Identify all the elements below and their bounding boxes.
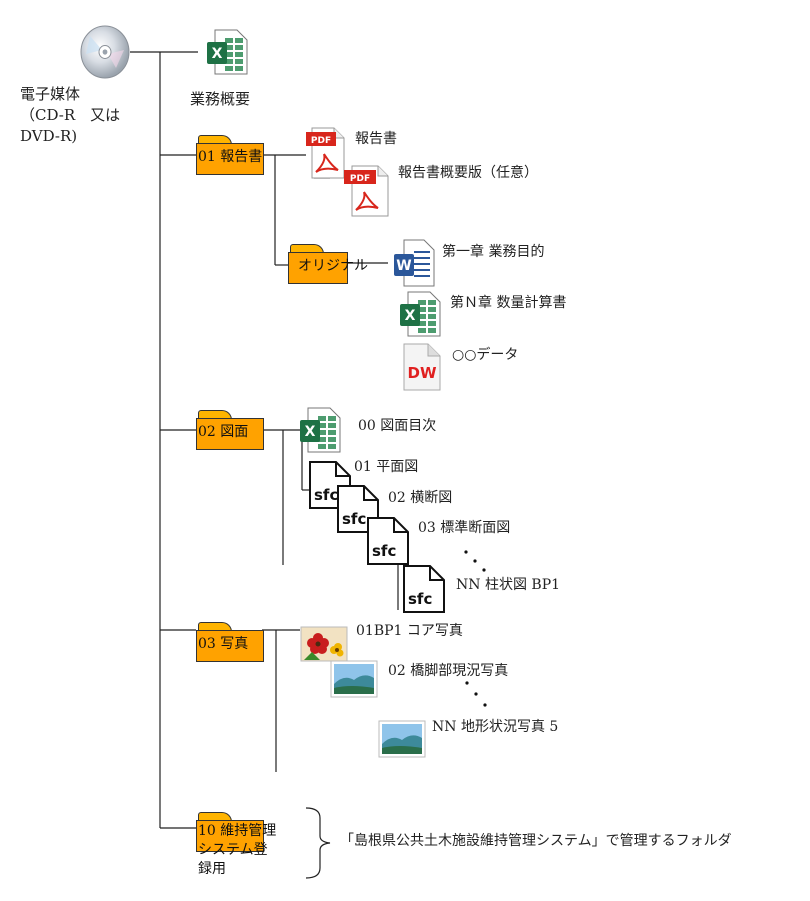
original-label-3: ○○データ [452, 347, 519, 363]
landscape-photo-icon[interactable] [378, 720, 426, 758]
sfc-text: sfc [408, 590, 433, 608]
folder-01-reports[interactable]: 01 報告書 [196, 135, 266, 175]
sfc-file-icon[interactable]: sfc [402, 564, 446, 614]
sfc-file-icon[interactable]: sfc [366, 516, 410, 566]
report-label-2: 報告書概要版（任意） [398, 165, 538, 181]
folder-10-label: 10 維持管理 システム登 録用 [198, 823, 277, 877]
photo-label-3: NN 地形状況写真 5 [432, 719, 559, 735]
folder-03-label: 03 写真 [198, 636, 249, 652]
pdf-icon[interactable]: PDF [342, 164, 392, 218]
word-badge: W [396, 258, 411, 274]
drawing-label-3: 03 標準断面図 [418, 520, 511, 536]
sfc-text: sfc [314, 486, 339, 504]
dw-badge: DW [408, 364, 437, 382]
pdf-icon[interactable]: PDF [304, 126, 348, 180]
original-label-1: 第一章 業務目的 [442, 244, 545, 260]
folder-01-label: 01 報告書 [198, 149, 263, 165]
folder-10-maintenance[interactable]: 10 維持管理 システム登 録用 [196, 812, 284, 877]
excel-badge: X [405, 308, 416, 324]
sfc-text: sfc [372, 542, 397, 560]
maintenance-note: 「島根県公共土木施設維持管理システム」で管理するフォルダ [340, 833, 732, 849]
original-label-2: 第Ｎ章 数量計算書 [450, 295, 567, 311]
drawing-label-0: 00 図面目次 [358, 418, 437, 434]
top-file-label: 業務概要 [190, 90, 251, 108]
pdf-badge: PDF [350, 174, 370, 184]
folder-03-photos[interactable]: 03 写真 [196, 622, 266, 662]
pdf-badge: PDF [311, 136, 331, 146]
folder-02-label: 02 図面 [198, 424, 249, 440]
folder-original-label: オリジナル [298, 258, 368, 274]
dw-icon[interactable]: DW [400, 342, 444, 392]
flower-photo-icon[interactable] [300, 626, 348, 662]
folder-original[interactable]: オリジナル [288, 244, 368, 284]
drawing-label-1: 01 平面図 [354, 459, 419, 475]
root-label: 電子媒体 （CD-R 又は DVD-R) [20, 85, 121, 145]
disc-icon [80, 25, 130, 79]
photo-label-2: 02 橋脚部現況写真 [388, 663, 509, 679]
excel-icon[interactable]: X [298, 406, 342, 454]
photo-label-1: 01BP1 コア写真 [356, 623, 463, 639]
drawing-label-4: NN 柱状図 BP1 [456, 577, 561, 593]
excel-badge: X [305, 424, 316, 440]
sfc-text: sfc [342, 510, 367, 528]
folder-02-drawings[interactable]: 02 図面 [196, 410, 266, 450]
landscape-photo-icon[interactable] [330, 660, 378, 698]
excel-icon[interactable]: X [205, 28, 249, 76]
word-icon[interactable]: W [392, 238, 438, 288]
excel-icon[interactable]: X [398, 290, 442, 338]
excel-badge: X [212, 46, 223, 62]
drawing-label-2: 02 横断図 [388, 490, 453, 506]
report-label-1: 報告書 [355, 131, 397, 147]
